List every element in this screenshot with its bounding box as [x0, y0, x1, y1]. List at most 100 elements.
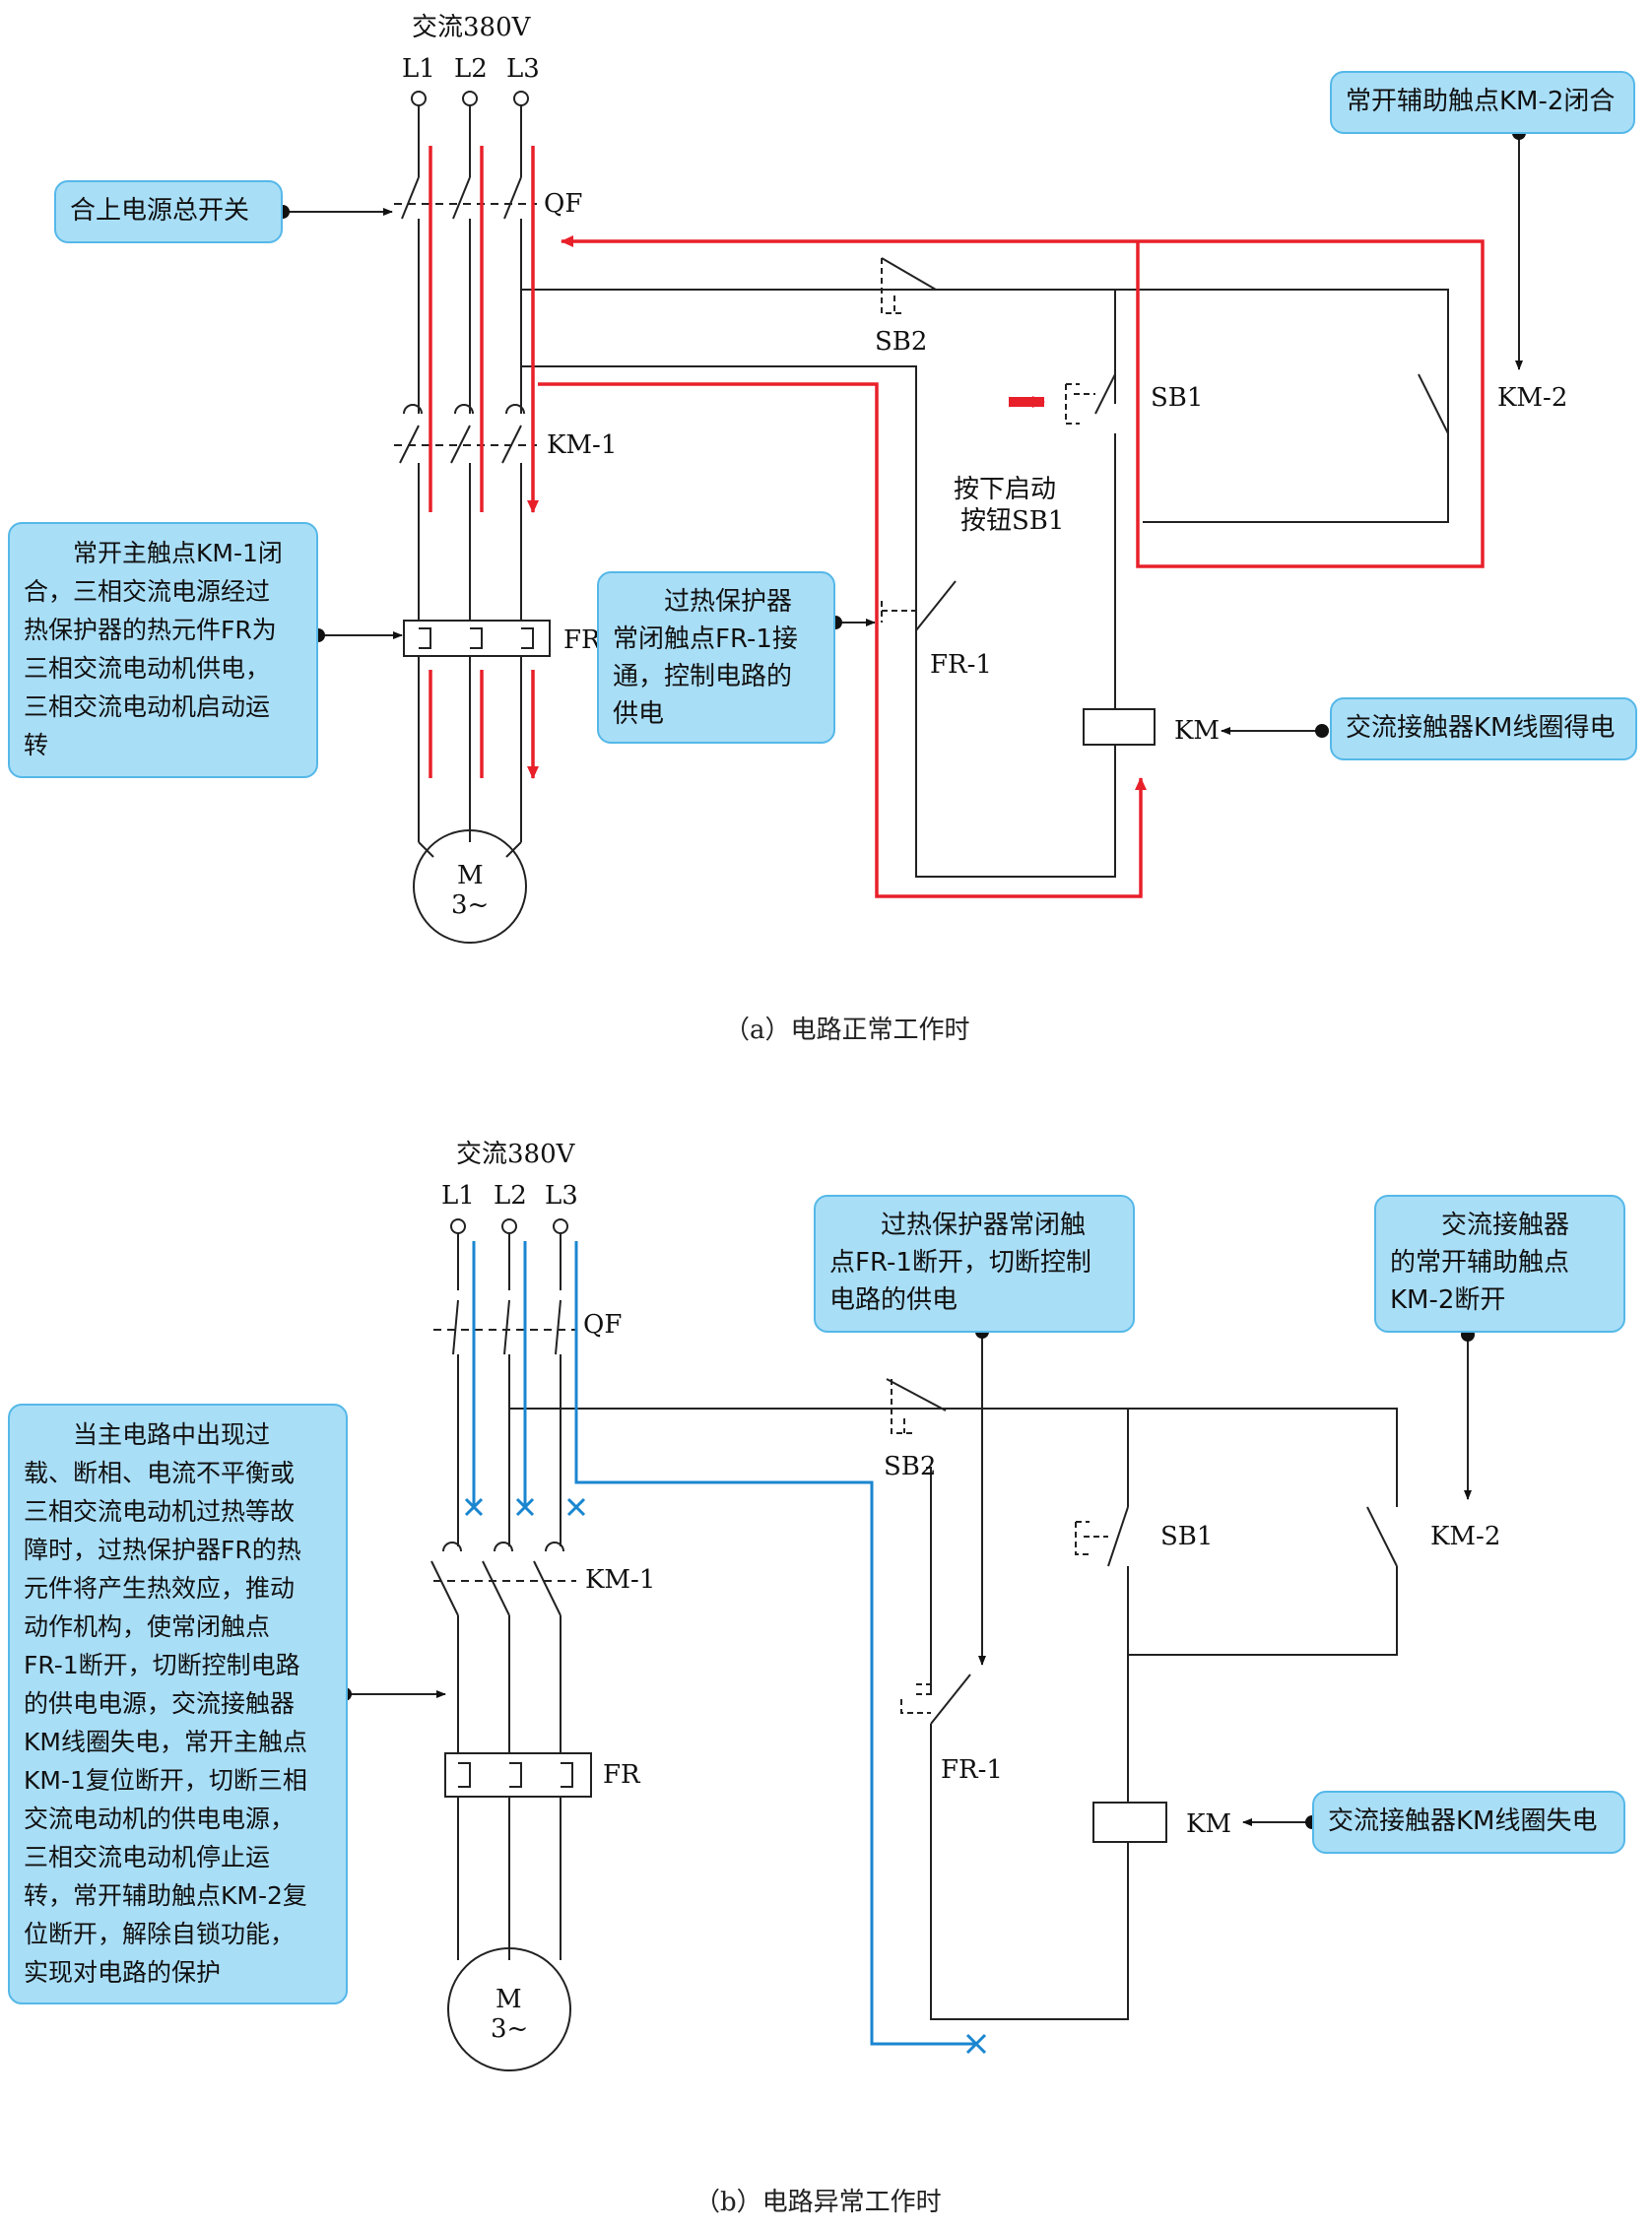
supply-label-a: 交流380V: [412, 13, 532, 42]
callout-fault: 当主电路中出现过 载、断相、电流不平衡或 三相交流电动机过热等故 障时，过热保护…: [8, 1404, 348, 2004]
phase-l3-b: L3: [545, 1181, 578, 1211]
callout-fr1-open-line-3: 电路的供电: [829, 1285, 958, 1315]
callout-fr1-open: 过热保护器常闭触 点FR-1断开，切断控制 电路的供电: [814, 1195, 1135, 1333]
callout-km1-close: 常开主触点KM-1闭 合，三相交流电源经过 热保护器的热元件FR为 三相交流电动…: [8, 522, 318, 778]
caption-a: （a）电路正常工作时: [724, 1016, 970, 1045]
callout-km2-open: 交流接触器 的常开辅助触点 KM-2断开: [1374, 1195, 1625, 1333]
sb1-contact: [1094, 373, 1116, 415]
motor-b: [447, 1947, 571, 2071]
qf-blades-b: [452, 1299, 562, 1355]
cut-paths-b: [464, 1241, 987, 2055]
callout-coil-on-text: 交流接触器KM线圈得电: [1346, 713, 1616, 743]
callout-fault-line-14: 位断开，解除自锁功能，: [24, 1920, 296, 1948]
sb2-label-b: SB2: [884, 1452, 936, 1481]
km1-contacts-b: [442, 1542, 564, 1552]
terminal-l1: [411, 91, 427, 106]
fr-thermal-element: [403, 620, 551, 657]
callout-km1-line-5: 三相交流电动机启动运: [24, 692, 271, 721]
callout-fault-line-8: 的供电电源，交流接触器: [24, 1689, 296, 1718]
callout-coil-off-text: 交流接触器KM线圈失电: [1328, 1806, 1598, 1836]
callout-km2-open-line-3: KM-2断开: [1390, 1285, 1506, 1315]
callout-km2-close-text: 常开辅助触点KM-2闭合: [1346, 87, 1616, 116]
phase-l2-a: L2: [454, 54, 488, 84]
qf-label-b: QF: [583, 1310, 622, 1340]
callout-km1-line-2: 合，三相交流电源经过: [24, 577, 271, 606]
callout-main-switch-text: 合上电源总开关: [70, 196, 250, 226]
km1-contacts: [403, 404, 525, 415]
motor-a: [413, 829, 527, 944]
press-note-2: 按钮SB1: [960, 506, 1064, 536]
km2-contact: [1418, 373, 1449, 434]
sb1-label-a: SB1: [1151, 383, 1203, 413]
control-top-wire: [521, 289, 1449, 523]
callout-fr1-line-1: 过热保护器: [664, 587, 793, 617]
callout-fault-line-7: FR-1断开，切断控制电路: [24, 1651, 300, 1679]
km-label-a: KM: [1174, 716, 1220, 746]
fr-label-b: FR: [603, 1760, 641, 1790]
qf-label-a: QF: [544, 189, 582, 219]
sb2-contact-b: [886, 1378, 947, 1411]
callout-fault-line-11: 交流电动机的供电电源，: [24, 1805, 296, 1833]
callout-fr1-open-line-1: 过热保护器常闭触: [881, 1211, 1087, 1240]
km2-contact-b: [1366, 1506, 1398, 1567]
terminal-l3: [513, 91, 529, 106]
diagram-a: [283, 91, 1523, 944]
fr-label-a: FR: [563, 625, 602, 655]
callout-km2-close: 常开辅助触点KM-2闭合: [1330, 71, 1635, 134]
motor-m-a: M: [457, 861, 484, 890]
sb1-contact-b: [1107, 1506, 1129, 1567]
diagram-b: [345, 1218, 1472, 2071]
callout-fault-line-3: 三相交流电动机过热等故: [24, 1497, 296, 1526]
callout-km1-line-6: 转: [24, 731, 49, 759]
callout-fault-line-9: KM线圈失电，常开主触点: [24, 1728, 307, 1756]
current-flow-a: [429, 146, 1485, 898]
motor-3-a: 3~: [451, 890, 489, 920]
fr1-contact-b: [930, 1674, 971, 1725]
callout-km1-line-1: 常开主触点KM-1闭: [73, 539, 283, 567]
press-note-1: 按下启动: [954, 475, 1056, 504]
sb1-label-b: SB1: [1160, 1522, 1213, 1551]
callout-coil-on: 交流接触器KM线圈得电: [1330, 697, 1637, 760]
callout-km1-line-4: 三相交流电动机供电，: [24, 654, 271, 683]
motor-3-b: 3~: [491, 2014, 528, 2044]
caption-b: （b）电路异常工作时: [694, 2188, 942, 2217]
callout-main-switch: 合上电源总开关: [54, 180, 283, 243]
phase-lines-top: [418, 105, 522, 177]
phase-l1-b: L1: [441, 1181, 475, 1211]
supply-label-b: 交流380V: [456, 1140, 576, 1169]
callout-coil-off: 交流接触器KM线圈失电: [1312, 1791, 1625, 1854]
qf-blades: [401, 176, 522, 220]
fr1-label-a: FR-1: [930, 650, 992, 680]
callout-fr1-line-3: 通，控制电路的: [613, 662, 793, 691]
sb2-contact: [881, 257, 937, 291]
km-label-b: KM: [1186, 1809, 1231, 1839]
callout-fault-line-4: 障时，过热保护器FR的热: [24, 1536, 301, 1564]
callout-fault-line-13: 转，常开辅助触点KM-2复: [24, 1881, 307, 1910]
phase-l3-a: L3: [506, 54, 540, 84]
km2-label-a: KM-2: [1497, 383, 1567, 413]
motor-m-b: M: [496, 1985, 522, 2014]
callout-fault-line-15: 实现对电路的保护: [24, 1958, 222, 1987]
terminal-l1-b: [450, 1218, 466, 1234]
phase-l1-a: L1: [402, 54, 435, 84]
callout-km1-line-3: 热保护器的热元件FR为: [24, 616, 277, 644]
terminal-l3-b: [553, 1218, 568, 1234]
km2-label-b: KM-2: [1430, 1522, 1500, 1551]
callout-fr1-line-4: 供电: [613, 699, 665, 729]
callout-fault-line-12: 三相交流电动机停止运: [24, 1843, 271, 1871]
phase-l2-b: L2: [494, 1181, 527, 1211]
fr1-contact: [915, 580, 957, 631]
km1-label-a: KM-1: [547, 430, 617, 460]
sb2-label-a: SB2: [875, 327, 927, 357]
km1-label-b: KM-1: [585, 1565, 655, 1595]
terminal-l2: [462, 91, 478, 106]
callout-km2-open-line-1: 交流接触器: [1441, 1211, 1570, 1240]
callout-fr1-line-2: 常闭触点FR-1接: [613, 624, 798, 654]
fr-thermal-element-b: [444, 1752, 592, 1798]
callout-fault-line-10: KM-1复位断开，切断三相: [24, 1766, 307, 1795]
km-coil-b: [1092, 1802, 1167, 1843]
callout-fault-line-5: 元件将产生热效应，推动: [24, 1574, 296, 1603]
terminal-l2-b: [501, 1218, 517, 1234]
callout-fault-line-6: 动作机构，使常闭触点: [24, 1612, 271, 1641]
callout-km2-open-line-2: 的常开辅助触点: [1390, 1248, 1570, 1278]
